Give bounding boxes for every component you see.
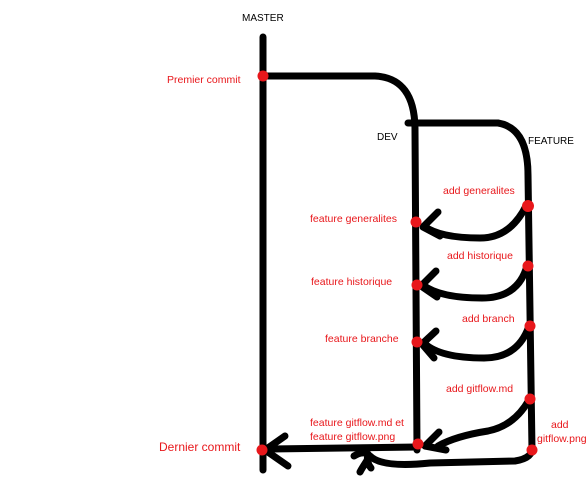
feature-to-master-line — [356, 442, 536, 476]
merge-arc-branche — [420, 322, 533, 362]
merge-arc-gitflow — [434, 396, 533, 450]
merge-arrowhead-gitflow — [421, 428, 450, 454]
dev-to-master-line — [266, 443, 421, 453]
merge-arc-historique — [419, 262, 531, 302]
commit-dot-feature-gitflow — [412, 438, 424, 450]
label-feature-gitflow-line1: feature gitflow.md et — [310, 417, 404, 429]
label-premier-commit: Premier commit — [167, 74, 241, 86]
branch-label-dev: DEV — [377, 132, 398, 143]
label-add-branch: add branch — [462, 313, 515, 325]
commit-dot-add-generalites — [522, 200, 534, 212]
label-add-gitflow-png-line2: gitflow.png — [537, 433, 587, 445]
merge-arrowhead-historique — [417, 267, 441, 301]
label-dernier-commit: Dernier commit — [159, 440, 241, 454]
branch-label-master: MASTER — [242, 13, 284, 24]
label-feature-generalites: feature generalites — [310, 213, 397, 225]
merge-arrowhead-generalites — [419, 208, 444, 240]
commit-dot-add-gitflow-png — [526, 444, 538, 456]
commit-dot-feature-branche — [411, 336, 423, 348]
commit-dot-feature-generalites — [410, 216, 422, 228]
label-add-gitflow-md: add gitflow.md — [446, 383, 513, 395]
label-add-gitflow-png: add gitflow.png — [537, 419, 587, 445]
commit-dot-dernier — [256, 444, 268, 456]
commit-dot-add-branch — [524, 320, 536, 332]
label-add-gitflow-png-line1: add — [551, 419, 569, 431]
commit-dot-add-gitflow-md — [524, 393, 536, 405]
label-feature-gitflow-line2: feature gitflow.png — [310, 431, 395, 443]
feature-line — [404, 119, 536, 454]
dev-line — [259, 72, 421, 454]
label-feature-branche: feature branche — [325, 333, 399, 345]
commit-dot-add-historique — [522, 260, 534, 272]
label-feature-gitflow-md-png: feature gitflow.md et feature gitflow.pn… — [310, 417, 407, 443]
branch-label-feature: FEATURE — [528, 136, 574, 147]
commit-dot-premier — [257, 70, 269, 82]
commit-dot-feature-historique — [411, 279, 423, 291]
label-add-generalites: add generalites — [443, 185, 515, 197]
label-feature-historique: feature historique — [311, 276, 392, 288]
bottom-arrowhead — [350, 449, 375, 472]
label-add-historique: add historique — [447, 250, 513, 262]
